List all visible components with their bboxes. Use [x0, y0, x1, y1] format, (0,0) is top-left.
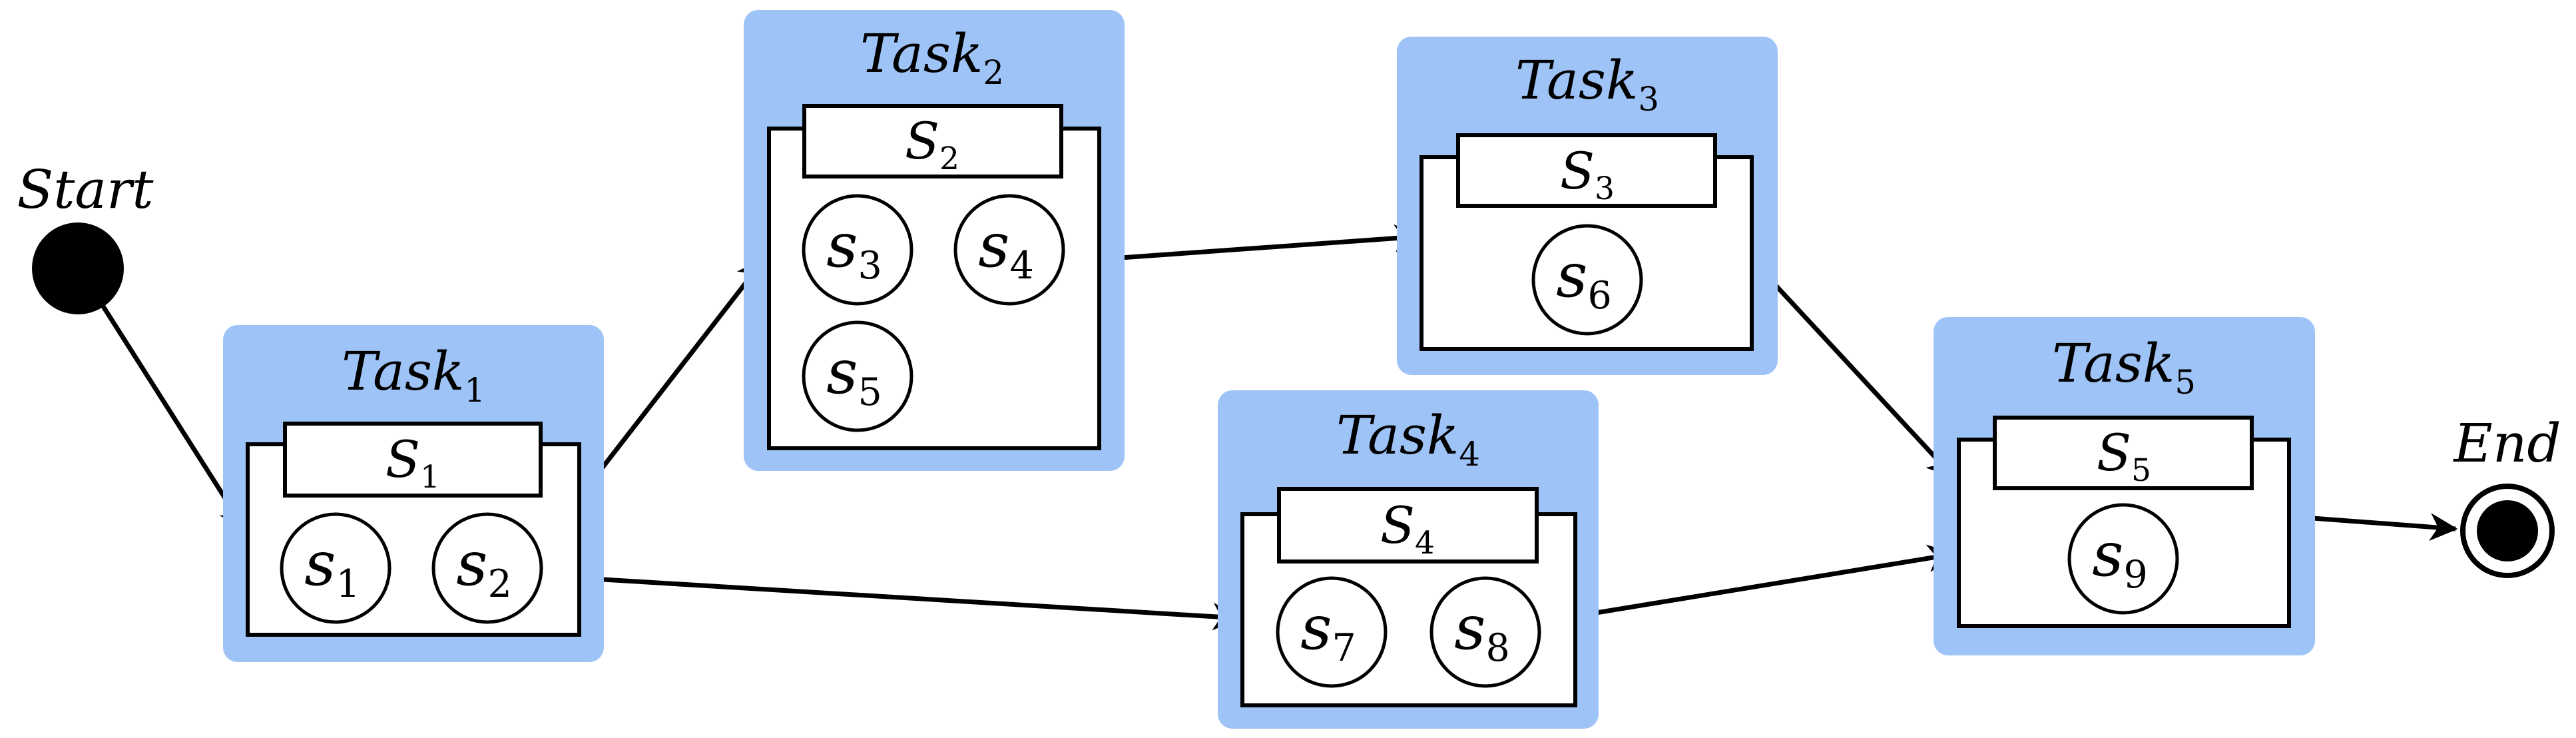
svg-text:s7: s7	[1300, 592, 1356, 670]
task-3-header-label: S3	[1560, 141, 1615, 207]
start-circle	[32, 222, 124, 314]
task-4-header-label: S4	[1380, 496, 1435, 561]
task-1-title: Task1	[342, 340, 485, 410]
edge-start-task1	[101, 305, 247, 532]
task-3-header	[1456, 133, 1717, 208]
task-4-header	[1277, 487, 1539, 563]
task-1-header-label: S1	[386, 430, 440, 496]
subtask-s7: s7	[1276, 576, 1388, 688]
task-3-title: Task3	[1515, 49, 1659, 119]
task-2-title: Task2	[860, 23, 1004, 92]
svg-text:s6: s6	[1556, 240, 1612, 318]
task-5-title: Task5	[2052, 332, 2196, 402]
task-2-header-label: S2	[905, 111, 959, 177]
task-4: Task4 S4 s7 s8	[1218, 390, 1599, 729]
edge-task3-task5	[1753, 261, 1955, 479]
task-2-header	[802, 104, 1063, 179]
svg-text:s4: s4	[978, 210, 1034, 288]
task-5: Task5 S5 s9	[1933, 317, 2315, 655]
svg-text:s3: s3	[826, 210, 882, 288]
task-5-header	[1993, 416, 2254, 490]
subtask-s3: s3	[802, 194, 913, 306]
subtask-s4: s4	[953, 194, 1065, 306]
task-1: Task1 S1 s1 s2	[223, 325, 604, 662]
end-inner-dot	[2477, 500, 2538, 561]
task-1-header	[283, 422, 543, 498]
edge-task2-task3	[1101, 224, 1423, 262]
subtask-s8: s8	[1429, 576, 1541, 688]
subtask-s2: s2	[431, 512, 543, 624]
subtask-s6: s6	[1531, 224, 1643, 336]
subtask-s9: s9	[2067, 503, 2179, 615]
start-node: Start	[17, 159, 154, 314]
subtask-s5: s5	[802, 320, 913, 432]
task-4-title: Task4	[1336, 404, 1480, 474]
edges	[101, 224, 2458, 631]
end-node: End	[2452, 412, 2561, 578]
subtask-s1: s1	[280, 512, 391, 624]
edge-task1-task2	[579, 258, 766, 497]
svg-text:s5: s5	[826, 336, 882, 414]
svg-text:s1: s1	[304, 528, 360, 606]
svg-text:s9: s9	[2092, 519, 2148, 597]
task-3: Task3 S3 s6	[1397, 37, 1778, 375]
end-label: End	[2452, 412, 2561, 474]
edge-task4-task5	[1575, 544, 1956, 619]
task-5-header-label: S5	[2097, 423, 2151, 489]
start-label: Start	[17, 159, 154, 220]
task-2: Task2 S2 s3 s4 s5	[744, 10, 1125, 471]
svg-text:s8: s8	[1454, 592, 1510, 670]
svg-text:s2: s2	[456, 528, 512, 606]
edge-task1-task4	[581, 575, 1241, 631]
